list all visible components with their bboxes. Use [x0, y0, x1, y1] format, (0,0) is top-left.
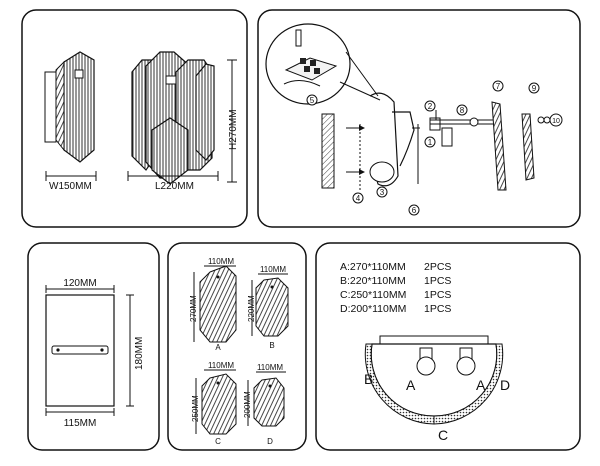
part-a-qty: 2PCS: [424, 261, 451, 273]
svg-text:110MM: 110MM: [257, 363, 283, 372]
step-3-marker: 3: [376, 186, 388, 198]
step-6-marker: 6: [408, 204, 420, 216]
step-1-marker: 1: [424, 136, 436, 148]
plate-b: 110MM 220MM B: [247, 265, 289, 350]
width-label: W150MM: [49, 181, 92, 192]
part-b-spec: B:220*110MM: [340, 275, 406, 287]
svg-text:270MM: 270MM: [189, 295, 198, 322]
part-d-qty: 1PCS: [424, 303, 451, 315]
backplate-bottom-width: 115MM: [64, 418, 97, 429]
step-9-marker: 9: [528, 82, 540, 94]
wall-section: [321, 113, 335, 189]
svg-text:7: 7: [496, 82, 501, 91]
layout-label-a-right: A: [476, 377, 486, 393]
svg-text:3: 3: [380, 188, 385, 197]
svg-text:200MM: 200MM: [243, 391, 252, 418]
plate-a: 110MM 270MM A: [189, 257, 237, 352]
panel-backplate: 120MM 180MM 115MM: [27, 242, 160, 451]
svg-text:4: 4: [356, 194, 361, 203]
panel-installation: 1 2 3 4 5 6 7 8: [257, 9, 581, 228]
part-a-spec: A:270*110MM: [340, 261, 406, 273]
svg-text:10: 10: [552, 118, 560, 125]
layout-label-c: C: [438, 427, 448, 443]
side-view: [44, 51, 95, 163]
part-c-qty: 1PCS: [424, 289, 451, 301]
backplate-height: 180MM: [134, 337, 145, 370]
plate-c: 110MM 250MM C: [191, 361, 237, 446]
front-view: [131, 51, 215, 185]
panel-crystal-plates: 110MM 270MM A 110MM 220MM B 110MM 250MM …: [167, 242, 307, 451]
detail-bubble: [265, 23, 381, 105]
step-2-marker: 2: [424, 100, 436, 112]
backplate-top-width: 120MM: [63, 278, 96, 289]
svg-text:9: 9: [532, 84, 537, 93]
length-label: L220MM: [155, 181, 194, 192]
svg-text:D: D: [267, 437, 273, 446]
layout-label-d: D: [500, 377, 510, 393]
svg-text:8: 8: [460, 106, 465, 115]
parts-list-rows: A:270*110MM 2PCS B:220*110MM 1PCS C:250*…: [340, 261, 451, 315]
svg-text:110MM: 110MM: [208, 361, 234, 370]
plate-d: 110MM 200MM D: [243, 363, 286, 446]
part-d-spec: D:200*110MM: [340, 303, 406, 315]
height-label: H270MM: [228, 109, 239, 150]
layout-label-b: B: [364, 371, 373, 387]
svg-text:220MM: 220MM: [247, 295, 256, 322]
svg-text:110MM: 110MM: [260, 265, 286, 274]
step-5-marker: 5: [306, 94, 318, 106]
svg-text:110MM: 110MM: [208, 257, 234, 266]
layout-top-view: [364, 335, 504, 425]
part-c-spec: C:250*110MM: [340, 289, 406, 301]
part-b-qty: 1PCS: [424, 275, 451, 287]
panel-parts-list: A:270*110MM 2PCS B:220*110MM 1PCS C:250*…: [315, 242, 581, 451]
step-4-marker: 4: [352, 192, 364, 204]
svg-text:5: 5: [310, 96, 315, 105]
svg-text:A: A: [215, 343, 221, 352]
mounting-slot: [51, 345, 109, 355]
svg-text:250MM: 250MM: [191, 395, 200, 422]
panel-fixture-dimensions: W150MM L220MM H270MM: [21, 9, 248, 228]
step-7-marker: 7: [492, 80, 504, 92]
step-8-marker: 8: [456, 104, 468, 116]
svg-text:B: B: [269, 341, 274, 350]
step-10-marker: 10: [549, 113, 563, 127]
layout-label-a-left: A: [406, 377, 416, 393]
svg-text:6: 6: [412, 206, 417, 215]
svg-text:1: 1: [428, 138, 433, 147]
svg-text:2: 2: [428, 102, 433, 111]
svg-text:C: C: [215, 437, 221, 446]
